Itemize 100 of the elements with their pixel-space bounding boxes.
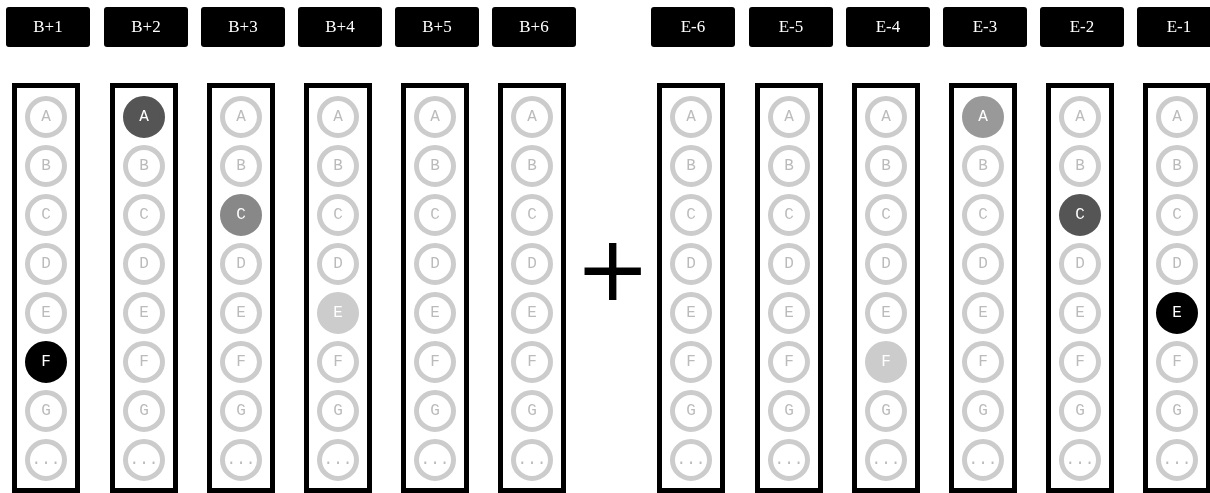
option-bubble: G (1059, 390, 1101, 432)
option-bubble: B (768, 145, 810, 187)
column-header: B+4 (298, 7, 382, 47)
option-bubble: D (1156, 243, 1198, 285)
option-bubble: F (220, 341, 262, 383)
option-bubble: E (768, 292, 810, 334)
option-bubble: A (865, 96, 907, 138)
option-bubble: F (25, 341, 67, 383)
option-bubble: E (1156, 292, 1198, 334)
option-bubble: G (317, 390, 359, 432)
option-bubble: E (511, 292, 553, 334)
option-bubble: C (962, 194, 1004, 236)
option-bubble: ... (511, 439, 553, 481)
option-bubble: A (670, 96, 712, 138)
option-bubble: E (865, 292, 907, 334)
option-bubble: F (511, 341, 553, 383)
option-bubble: E (123, 292, 165, 334)
option-bubble: F (670, 341, 712, 383)
column-header: E-1 (1137, 7, 1210, 47)
option-bubble: A (123, 96, 165, 138)
plus-sign: + (575, 228, 641, 310)
option-bubble: B (220, 145, 262, 187)
option-bubble: C (511, 194, 553, 236)
answer-column (401, 83, 469, 493)
option-bubble: D (865, 243, 907, 285)
option-bubble: B (670, 145, 712, 187)
option-bubble: C (865, 194, 907, 236)
column-header: B+6 (492, 7, 576, 47)
answer-column (657, 83, 725, 493)
answer-column (110, 83, 178, 493)
option-bubble: B (317, 145, 359, 187)
option-bubble: A (1059, 96, 1101, 138)
option-bubble: B (1156, 145, 1198, 187)
option-bubble: C (768, 194, 810, 236)
option-bubble: C (25, 194, 67, 236)
option-bubble: G (865, 390, 907, 432)
option-bubble: ... (1156, 439, 1198, 481)
option-bubble: E (962, 292, 1004, 334)
option-bubble: D (511, 243, 553, 285)
option-bubble: D (768, 243, 810, 285)
option-bubble: A (962, 96, 1004, 138)
option-bubble: G (25, 390, 67, 432)
option-bubble: C (1059, 194, 1101, 236)
option-bubble: D (670, 243, 712, 285)
option-bubble: D (414, 243, 456, 285)
answer-column (1046, 83, 1114, 493)
option-bubble: E (670, 292, 712, 334)
column-header: B+1 (6, 7, 90, 47)
option-bubble: E (220, 292, 262, 334)
option-bubble: B (511, 145, 553, 187)
column-header: B+2 (104, 7, 188, 47)
answer-column (949, 83, 1017, 493)
column-header: B+5 (395, 7, 479, 47)
option-bubble: ... (414, 439, 456, 481)
option-bubble: D (962, 243, 1004, 285)
option-bubble: G (768, 390, 810, 432)
option-bubble: E (25, 292, 67, 334)
answer-column (12, 83, 80, 493)
column-header: B+3 (201, 7, 285, 47)
column-header: E-6 (651, 7, 735, 47)
option-bubble: ... (25, 439, 67, 481)
option-bubble: G (123, 390, 165, 432)
option-bubble: ... (220, 439, 262, 481)
option-bubble: B (25, 145, 67, 187)
option-bubble: C (414, 194, 456, 236)
option-bubble: A (511, 96, 553, 138)
option-bubble: A (317, 96, 359, 138)
option-bubble: F (1156, 341, 1198, 383)
option-bubble: D (123, 243, 165, 285)
option-bubble: ... (670, 439, 712, 481)
option-bubble: F (317, 341, 359, 383)
option-bubble: D (317, 243, 359, 285)
answer-column (498, 83, 566, 493)
option-bubble: B (414, 145, 456, 187)
answer-column (1143, 83, 1210, 493)
option-bubble: ... (1059, 439, 1101, 481)
option-bubble: A (414, 96, 456, 138)
option-bubble: A (768, 96, 810, 138)
answer-column (304, 83, 372, 493)
option-bubble: C (670, 194, 712, 236)
column-header: E-2 (1040, 7, 1124, 47)
option-bubble: C (317, 194, 359, 236)
option-bubble: A (25, 96, 67, 138)
option-bubble: ... (123, 439, 165, 481)
option-bubble: G (1156, 390, 1198, 432)
option-bubble: F (414, 341, 456, 383)
column-header: E-4 (846, 7, 930, 47)
answer-column (852, 83, 920, 493)
option-bubble: E (1059, 292, 1101, 334)
option-bubble: F (123, 341, 165, 383)
option-bubble: F (768, 341, 810, 383)
option-bubble: G (962, 390, 1004, 432)
option-bubble: D (1059, 243, 1101, 285)
option-bubble: F (1059, 341, 1101, 383)
option-bubble: ... (768, 439, 810, 481)
option-bubble: E (414, 292, 456, 334)
option-bubble: F (962, 341, 1004, 383)
option-bubble: C (123, 194, 165, 236)
option-bubble: B (962, 145, 1004, 187)
option-bubble: D (220, 243, 262, 285)
